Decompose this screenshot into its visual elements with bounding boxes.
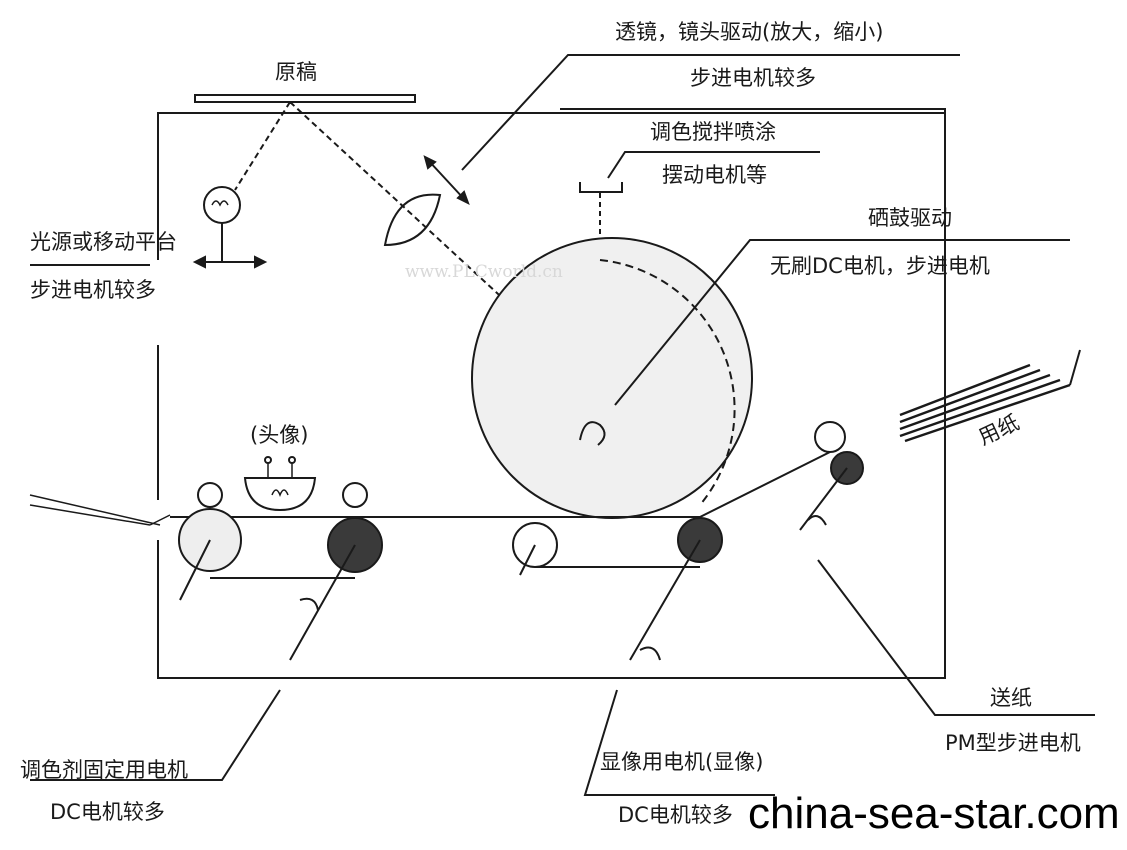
label-head: (头像) [250,423,309,447]
rotation-icon-2 [639,646,661,661]
label-lens-drive: 透镜，镜头驱动(放大，缩小) [615,20,884,44]
label-develop-motor: 显像用电机(显像) [600,750,764,774]
label-toner-spray: 调色搅拌喷涂 [650,120,776,144]
label-light-source: 光源或移动平台 [30,230,177,254]
label-swing-motor: 摆动电机等 [662,163,767,187]
transfer-belt [170,451,831,579]
label-original: 原稿 [275,60,317,84]
heater-icon [243,456,317,512]
light-path [234,101,511,306]
rotation-icon [299,597,319,611]
fixing-leader [30,539,356,781]
label-develop-motor-type: DC电机较多 [618,803,733,827]
label-fixing-motor-type: DC电机较多 [50,800,165,824]
input-guide [29,494,171,526]
develop-leader [519,539,775,796]
drum-rotation-icon [579,421,606,446]
label-drum-drive: 硒鼓驱动 [868,206,952,230]
pressure-roller [342,482,368,508]
drum-leader [614,239,1070,406]
label-drum-motor: 无刷DC电机，步进电机 [770,254,990,278]
lamp-icon [192,186,268,269]
label-paper-feed-motor: PM型步进电机 [945,731,1081,755]
label-light-motor: 步进电机较多 [30,278,156,302]
drum-dashed-arc [599,259,736,506]
watermark-plcworld: www.PLCworld.cn [405,262,563,282]
feed-roller-upper [814,421,846,453]
label-fixing-motor: 调色剂固定用电机 [20,758,188,782]
machine-frame [157,112,946,679]
original-plate [194,94,416,103]
rotation-icon-3 [807,515,827,526]
watermark-site: china-sea-star.com [748,789,1120,838]
label-lens-motor: 步进电机较多 [690,66,816,90]
fixing-roller-upper [197,482,223,508]
paper-stack [899,349,1081,443]
label-paper-feed: 送纸 [990,686,1032,710]
lens-icon [383,54,960,247]
